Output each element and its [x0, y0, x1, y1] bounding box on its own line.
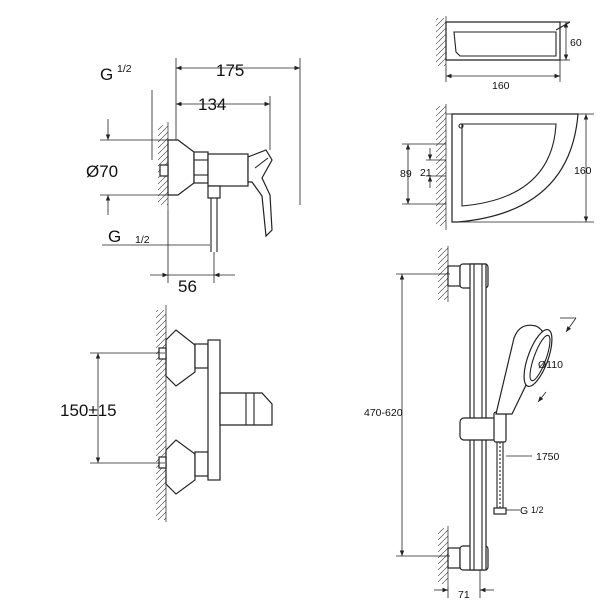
- thread-bottom-fraction: 1/2: [135, 234, 150, 246]
- shelf-dim-b-label: 21: [420, 167, 432, 179]
- shelf-side-view: 60 160: [436, 16, 582, 92]
- valve-side-view: 175 134 G 1/2 Ø70 G 1/2: [86, 58, 301, 296]
- shower-rail-set: Ø110 1750 G 1/2 470-620 71: [364, 246, 577, 600]
- shelf-side-label: 160: [574, 165, 592, 177]
- hose-thread-label: G: [520, 505, 528, 517]
- valve-front-view: 150±15: [60, 305, 273, 522]
- shelf-depth-label: 160: [492, 80, 510, 92]
- shelf-top-view: 160 89 21: [400, 104, 594, 230]
- width-total-label: 175: [216, 61, 244, 80]
- wall-hatch-lower: [156, 310, 166, 520]
- diameter-label: Ø70: [86, 162, 118, 181]
- width-inner-label: 134: [198, 95, 226, 114]
- wall-offset-label: 71: [458, 589, 470, 600]
- shelf-height-label: 60: [570, 37, 582, 49]
- hose-thread-fraction: 1/2: [531, 505, 544, 515]
- shelf-dim-a-label: 89: [400, 168, 412, 180]
- thread-top-fraction: 1/2: [117, 63, 132, 75]
- hose-length-label: 1750: [536, 451, 560, 463]
- thread-bottom-label: G: [108, 227, 121, 246]
- shelf-wall-hatch: [436, 18, 446, 66]
- thread-top-label: G: [100, 65, 113, 84]
- center-distance-label: 150±15: [60, 401, 117, 420]
- rail-length-label: 470-620: [364, 407, 403, 419]
- outlet-offset-label: 56: [178, 277, 197, 296]
- head-diameter-label: Ø110: [538, 359, 563, 371]
- shelf-top-wall-hatch: [436, 106, 446, 226]
